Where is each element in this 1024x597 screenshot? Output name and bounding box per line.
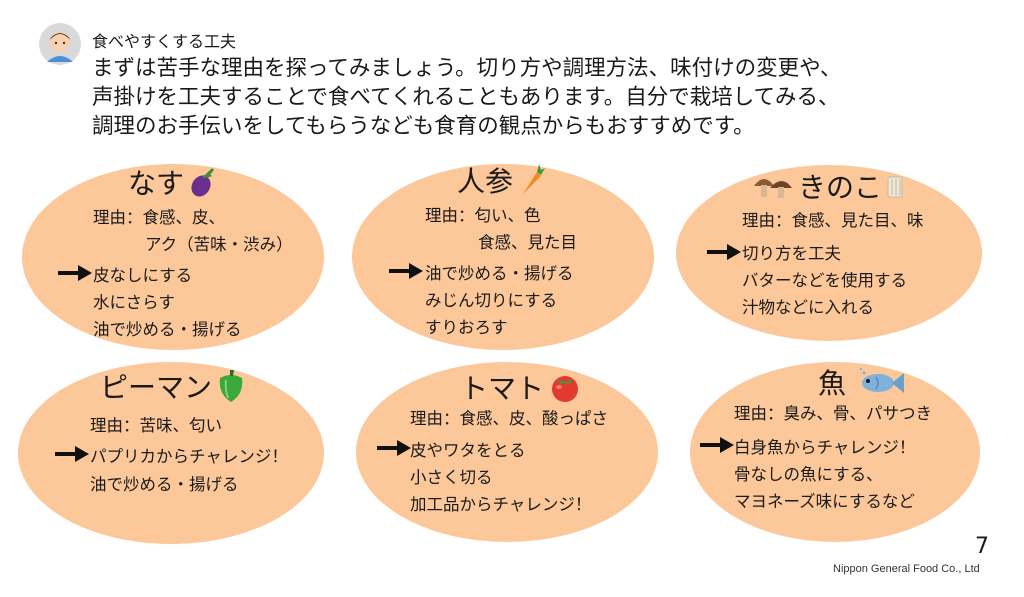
card-reason: 理由：食感、皮、 (93, 208, 225, 227)
card-title-text: ピーマン (100, 371, 213, 404)
intro-line: まずは苦手な理由を探ってみましょう。切り方や調理方法、味付けの変更や、 (92, 56, 842, 81)
avatar (38, 22, 82, 66)
card-reason: アク（苦味・渋み） (145, 235, 293, 254)
card-title-fish: 魚 (818, 362, 906, 402)
card-title-green-pepper: ピーマン (100, 366, 246, 406)
card-tip: 切り方を工夫 (742, 244, 841, 263)
card-reason: 理由：臭み、骨、パサつき (734, 404, 932, 423)
card-tip: みじん切りにする (425, 291, 558, 310)
card-reason: 食感、見た目 (478, 233, 577, 252)
card-tomato (356, 362, 658, 542)
card-tip: バターなどを使用する (742, 271, 907, 290)
card-title-carrot: 人参 (457, 160, 546, 200)
card-title-mushroom: きのこ (752, 166, 904, 206)
card-tip: 油で炒める・揚げる (90, 475, 239, 494)
card-reason: 理由：苦味、匂い (90, 416, 222, 435)
card-reason: 理由：食感、皮、酸っぱさ (410, 409, 608, 428)
arrow-right-icon (55, 446, 89, 462)
arrow-right-icon (389, 263, 423, 279)
card-title-text: 人参 (457, 165, 514, 198)
card-title-text: きのこ (798, 171, 883, 204)
card-title-text: なす (128, 167, 185, 200)
card-tip: 皮なしにする (93, 266, 193, 285)
card-tip: マヨネーズ味にするなど (734, 492, 915, 511)
card-tip: すりおろす (425, 318, 508, 337)
arrow-right-icon (377, 440, 411, 456)
card-tip: 白身魚からチャレンジ！ (734, 438, 916, 457)
carrot-icon (517, 164, 546, 196)
card-title-text: トマト (460, 372, 545, 405)
card-fish (690, 362, 980, 542)
arrow-right-icon (700, 437, 734, 453)
card-tip: 汁物などに入れる (742, 298, 874, 317)
company-name: Nippon General Food Co., Ltd (833, 563, 980, 575)
card-title-tomato: トマト (460, 367, 582, 407)
tomato-icon (548, 371, 582, 403)
fish-icon (858, 367, 906, 397)
mushroom-icon (752, 172, 794, 200)
card-tip: 油で炒める・揚げる (425, 264, 574, 283)
card-carrot (352, 164, 654, 350)
card-title-eggplant: なす (128, 162, 218, 202)
card-reason: 理由：食感、見た目、味 (742, 211, 924, 230)
card-title-text: 魚 (818, 367, 847, 400)
intro-line: 声掛けを工夫することで食べてくれることもあります。自分で栽培してみる、 (92, 85, 840, 110)
intro-line: 調理のお手伝いをしてもらうなども食育の観点からもおすすめです。 (92, 114, 755, 139)
arrow-right-icon (58, 265, 92, 281)
section-subtitle: 食べやすくする工夫 (92, 32, 237, 51)
card-tip: 皮やワタをとる (410, 441, 526, 460)
green-pepper-icon (216, 368, 246, 404)
card-reason: 理由：匂い、色 (425, 206, 541, 225)
card-tip: パプリカからチャレンジ！ (90, 447, 288, 466)
card-tip: 骨なしの魚にする、 (734, 465, 883, 484)
enoki-icon (886, 173, 904, 199)
card-tip: 小さく切る (410, 468, 493, 487)
card-tip: 水にさらす (93, 293, 175, 312)
eggplant-icon (188, 166, 218, 198)
intro-text: まずは苦手な理由を探ってみましょう。切り方や調理方法、味付けの変更や、 声掛けを… (92, 54, 842, 141)
card-tip: 加工品からチャレンジ！ (410, 495, 592, 514)
page-number: 7 (975, 534, 989, 559)
card-eggplant (22, 164, 324, 350)
arrow-right-icon (707, 244, 741, 260)
card-tip: 油で炒める・揚げる (93, 320, 242, 339)
